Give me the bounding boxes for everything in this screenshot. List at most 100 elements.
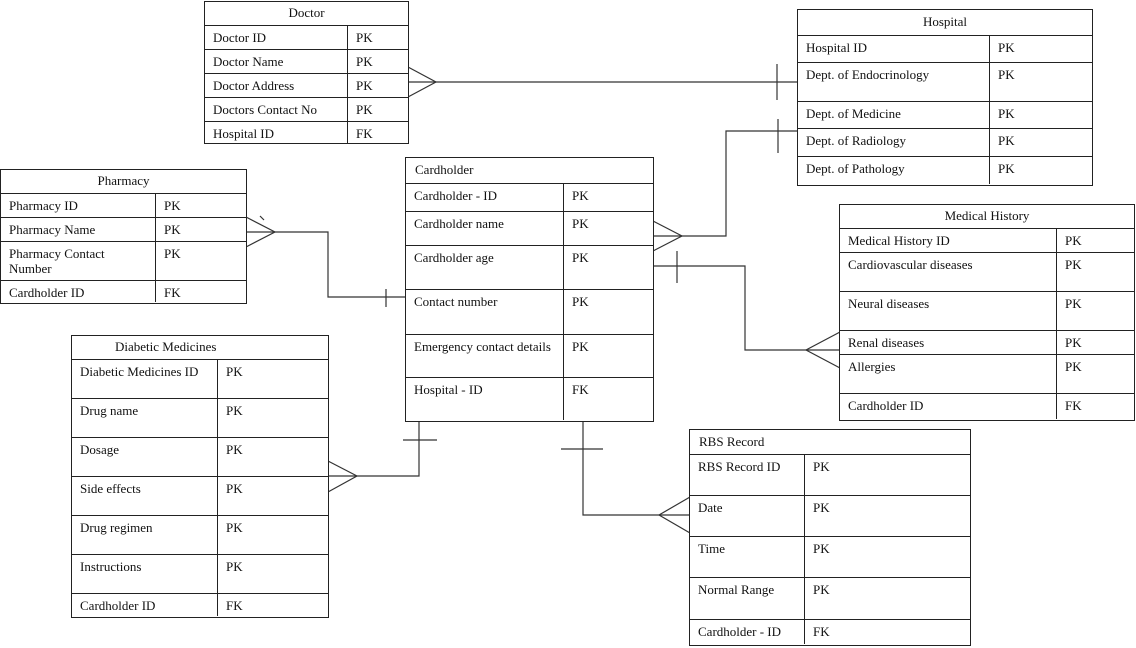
entity-row: Dept. of Pathology PK: [798, 157, 1092, 184]
attribute-key: PK: [164, 222, 181, 237]
attribute-name: Cardholder name: [406, 212, 564, 245]
attribute-name: Date: [690, 496, 805, 536]
attribute-name: Cardiovascular diseases: [840, 253, 1057, 291]
attribute-name: Cardholder - ID: [406, 184, 564, 211]
attribute-key: PK: [226, 364, 243, 379]
attribute-key: PK: [813, 582, 830, 597]
attribute-name: Dept. of Endocrinology: [798, 63, 990, 101]
entity-rbs-record: RBS Record RBS Record ID PK Date PK Time…: [689, 429, 971, 646]
attribute-name: Side effects: [72, 477, 218, 515]
attribute-name: Doctor ID: [205, 26, 348, 49]
attribute-name: RBS Record ID: [690, 455, 805, 495]
attribute-key: PK: [1065, 296, 1082, 311]
attribute-key: PK: [572, 216, 589, 231]
entity-diabetic-medicines: Diabetic Medicines Diabetic Medicines ID…: [71, 335, 329, 618]
crowfoot-rbs-record-end: [657, 496, 691, 534]
attribute-key: PK: [1065, 257, 1082, 272]
attribute-name: Instructions: [72, 555, 218, 593]
attribute-key: PK: [572, 339, 589, 354]
entity-title: Medical History: [840, 205, 1134, 229]
attribute-name: Cardholder ID: [840, 394, 1057, 419]
attribute-key: PK: [813, 459, 830, 474]
crowfoot-medical-history-end: [804, 331, 841, 369]
attribute-key: FK: [226, 598, 243, 613]
entity-row: Hospital - ID FK: [406, 378, 653, 420]
entity-row: Date PK: [690, 496, 970, 537]
entity-title: Diabetic Medicines: [72, 336, 328, 360]
entity-doctor: Doctor Doctor ID PK Doctor Name PK Docto…: [204, 1, 409, 144]
attribute-key: PK: [1065, 359, 1082, 374]
attribute-name: Cardholder ID: [1, 281, 156, 302]
attribute-name: Dept. of Pathology: [798, 157, 990, 184]
entity-row: Pharmacy Contact Number PK: [1, 242, 246, 281]
attribute-name: Emergency contact details: [406, 335, 564, 377]
entity-row: Pharmacy Name PK: [1, 218, 246, 242]
attribute-name: Normal Range: [690, 578, 805, 619]
entity-row: Diabetic Medicines ID PK: [72, 360, 328, 399]
attribute-key: PK: [356, 102, 373, 117]
entity-row: Renal diseases PK: [840, 331, 1134, 355]
crowfoot-pharmacy-end: [245, 216, 277, 248]
attribute-name: Hospital - ID: [406, 378, 564, 420]
entity-row: Cardholder name PK: [406, 212, 653, 246]
entity-title: RBS Record: [690, 430, 970, 455]
entity-row: Dosage PK: [72, 438, 328, 477]
attribute-name: Hospital ID: [205, 122, 348, 144]
crowfoot-cardholder-end: [652, 220, 684, 252]
entity-title: Doctor: [205, 2, 408, 26]
line-cardholder-diabetic-medicines: [328, 421, 420, 477]
attribute-key: PK: [1065, 233, 1082, 248]
entity-row: Cardholder age PK: [406, 246, 653, 290]
attribute-name: Dosage: [72, 438, 218, 476]
entity-row: Dept. of Endocrinology PK: [798, 63, 1092, 102]
attribute-key: PK: [226, 442, 243, 457]
entity-row: Drug name PK: [72, 399, 328, 438]
attribute-name: Pharmacy ID: [1, 194, 156, 217]
attribute-key: PK: [813, 500, 830, 515]
entity-row: Emergency contact details PK: [406, 335, 653, 378]
attribute-name: Doctor Name: [205, 50, 348, 73]
entity-row: RBS Record ID PK: [690, 455, 970, 496]
attribute-name: Diabetic Medicines ID: [72, 360, 218, 398]
entity-row: Side effects PK: [72, 477, 328, 516]
attribute-key: PK: [998, 161, 1015, 176]
entity-row: Neural diseases PK: [840, 292, 1134, 331]
entity-row: Normal Range PK: [690, 578, 970, 620]
attribute-key: PK: [164, 198, 181, 213]
attribute-key: FK: [1065, 398, 1082, 413]
entity-row: Drug regimen PK: [72, 516, 328, 555]
attribute-name: Cardholder age: [406, 246, 564, 289]
entity-title: Pharmacy: [1, 170, 246, 194]
attribute-key: PK: [572, 294, 589, 309]
line-cardholder-medical-history: [653, 265, 840, 351]
attribute-key: PK: [1065, 335, 1082, 350]
attribute-key: PK: [226, 520, 243, 535]
attribute-key: PK: [572, 188, 589, 203]
attribute-key: PK: [356, 30, 373, 45]
attribute-name: Dept. of Radiology: [798, 129, 990, 156]
attribute-name: Doctors Contact No: [205, 98, 348, 121]
attribute-key: PK: [356, 78, 373, 93]
entity-row: Hospital ID FK: [205, 122, 408, 144]
attribute-name: Renal diseases: [840, 331, 1057, 354]
attribute-name: Pharmacy Contact Number: [1, 242, 156, 280]
attribute-key: PK: [356, 54, 373, 69]
attribute-key: PK: [998, 133, 1015, 148]
tick-mark: [259, 215, 265, 221]
attribute-key: PK: [226, 481, 243, 496]
attribute-key: PK: [572, 250, 589, 265]
entity-row: Cardholder - ID PK: [406, 184, 653, 212]
entity-row: Doctor Address PK: [205, 74, 408, 98]
attribute-name: Cardholder ID: [72, 594, 218, 616]
attribute-name: Pharmacy Name: [1, 218, 156, 241]
attribute-name: Hospital ID: [798, 36, 990, 62]
entity-row: Instructions PK: [72, 555, 328, 594]
attribute-key: PK: [226, 403, 243, 418]
entity-row: Doctors Contact No PK: [205, 98, 408, 122]
attribute-name: Drug regimen: [72, 516, 218, 554]
entity-row: Cardiovascular diseases PK: [840, 253, 1134, 292]
line-cardholder-hospital: [653, 130, 798, 237]
crowfoot-doctor-end: [407, 66, 438, 98]
attribute-key: PK: [998, 40, 1015, 55]
